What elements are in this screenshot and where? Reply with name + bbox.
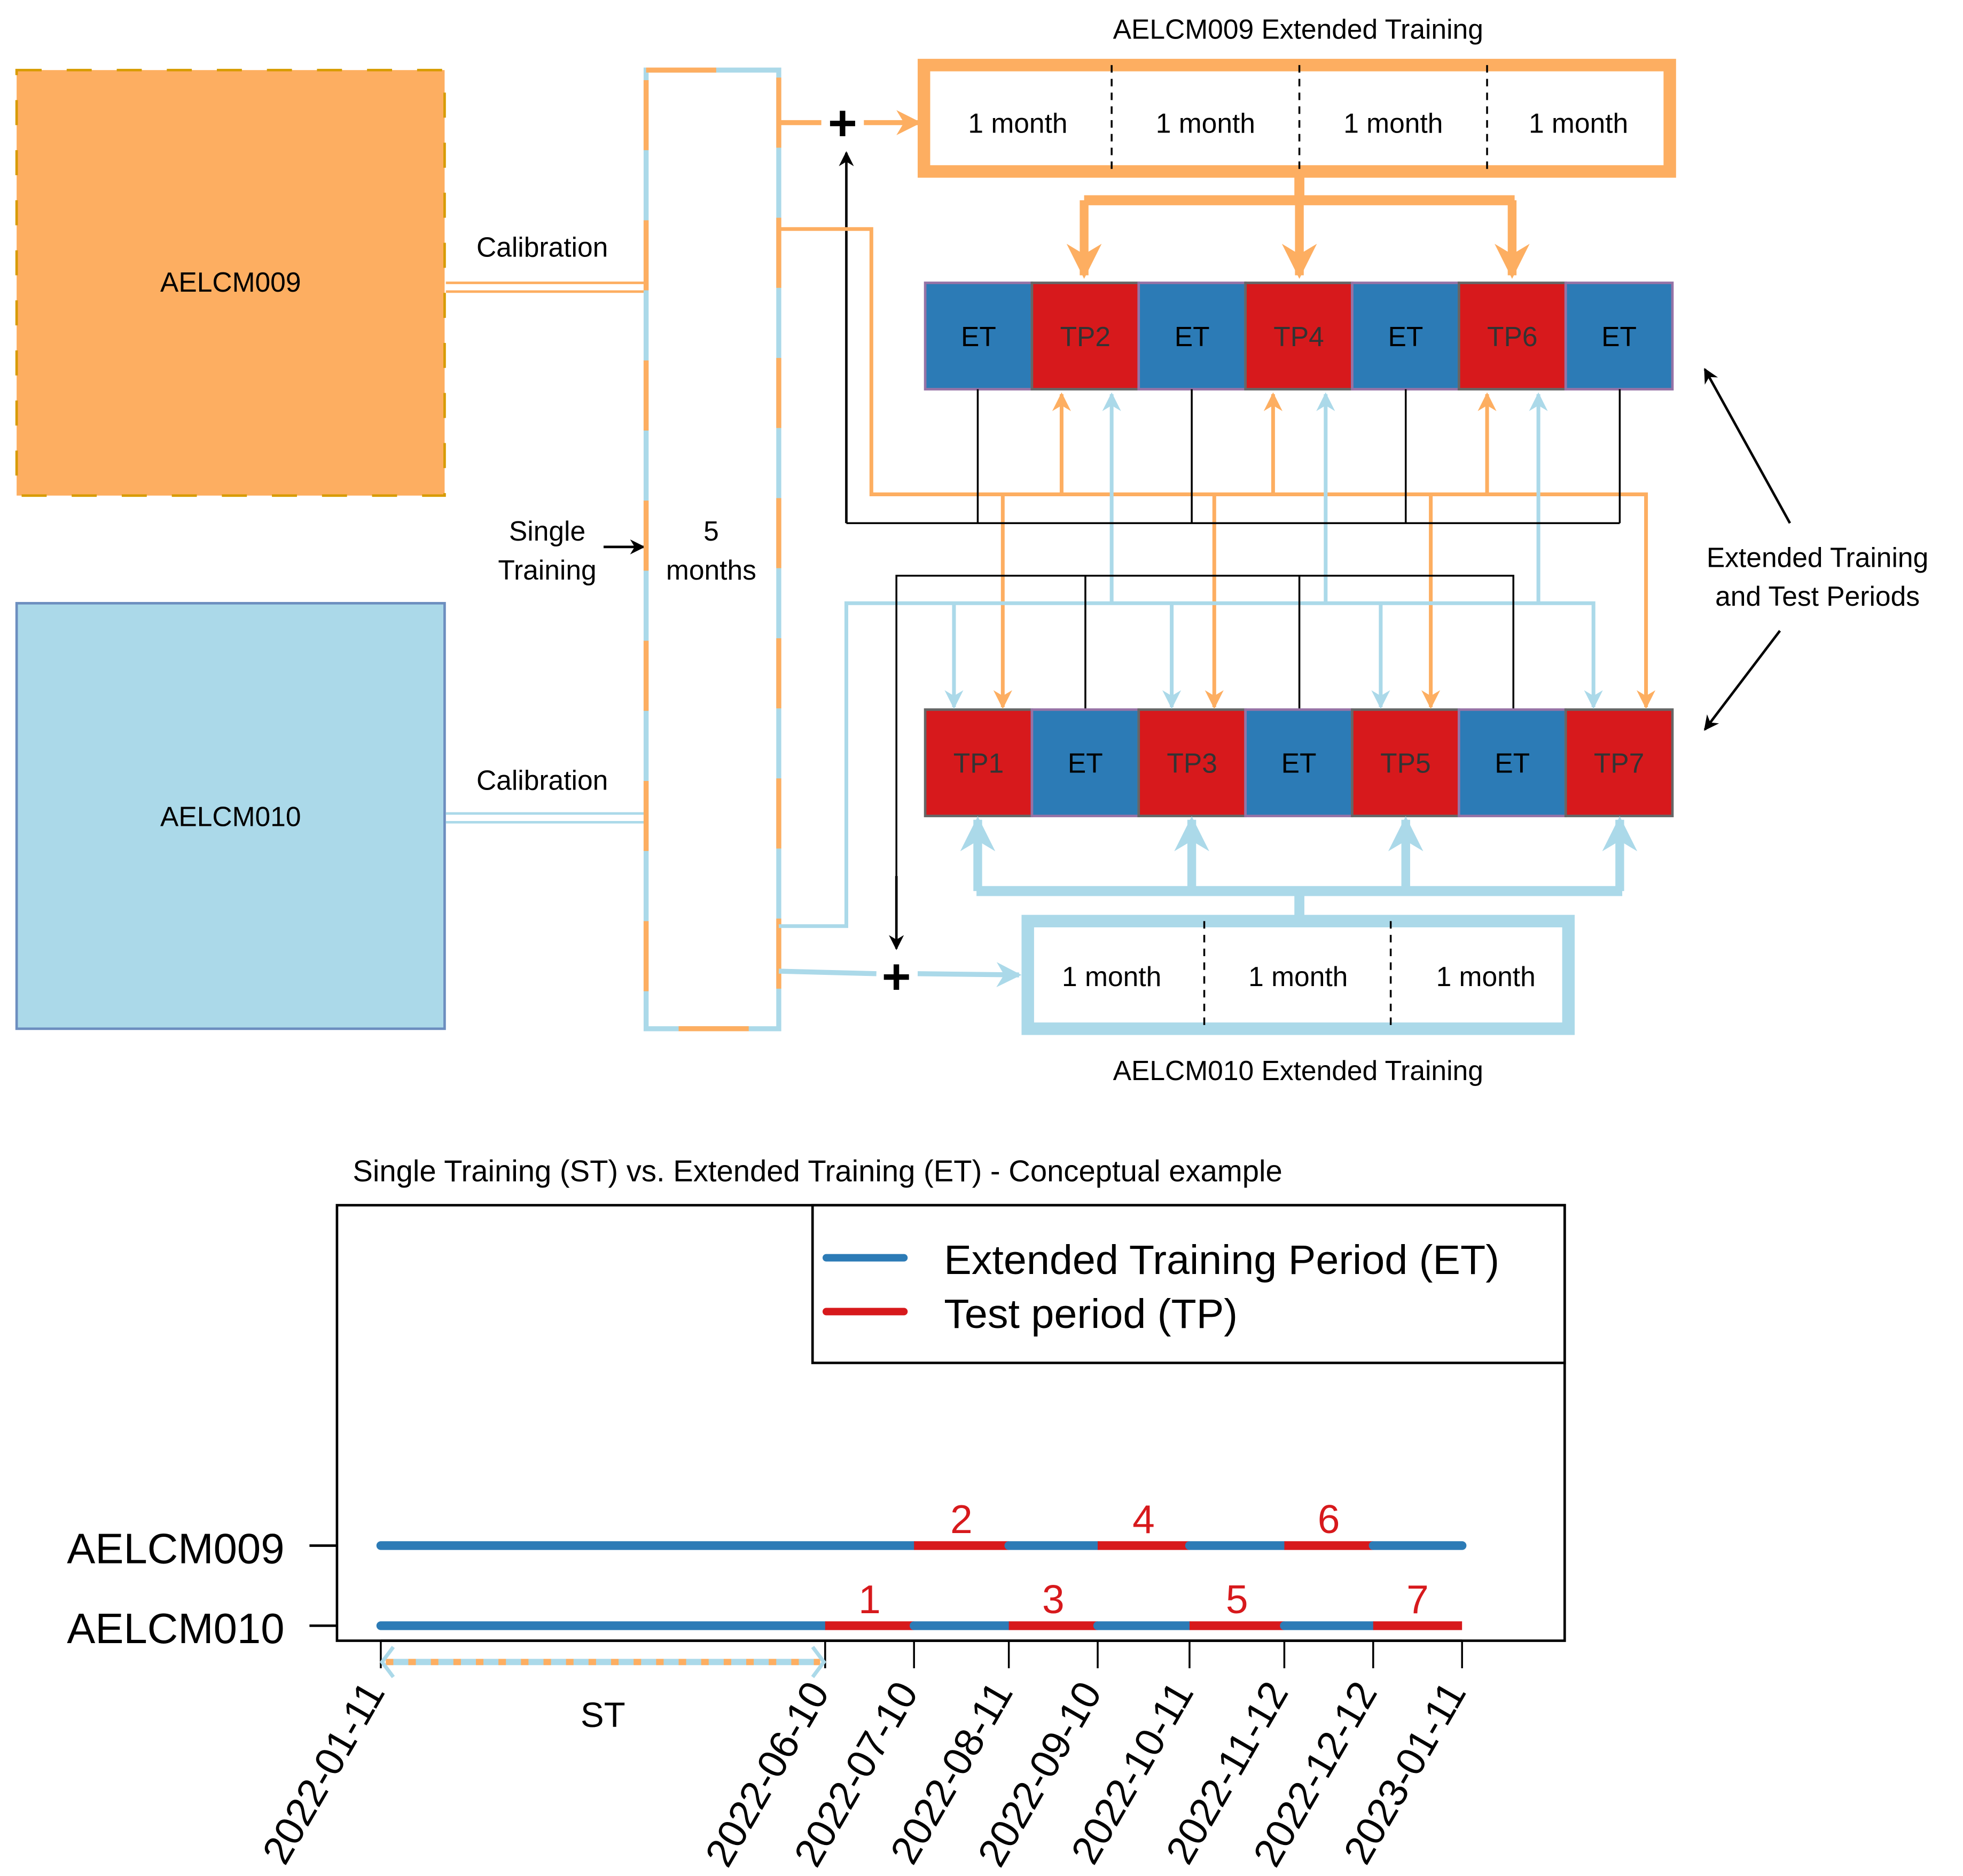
test-period-number: 4 — [1132, 1497, 1155, 1542]
row-a-cell-label: TP2 — [1060, 321, 1111, 352]
st-box-line2: months — [666, 554, 756, 585]
row-a-cell-label: ET — [1175, 321, 1210, 352]
x-tick-label: 2022-01-11 — [253, 1674, 393, 1871]
blue-routing-lines — [778, 392, 1603, 928]
row-a-cell-label: ET — [961, 321, 996, 352]
single-training-label-line2: Training — [498, 554, 596, 585]
et-b-month-1: 1 month — [1062, 961, 1161, 992]
row-b-cell-label: ET — [1068, 748, 1103, 779]
row-a-cell-6 — [1457, 282, 1567, 390]
site-aelcm009-box: AELCM009 — [15, 68, 446, 497]
et-a-box: 1 month 1 month 1 month 1 month — [918, 59, 1676, 178]
row-b-cell-label: ET — [1495, 748, 1530, 779]
annotation-line1: Extended Training — [1707, 542, 1928, 573]
et-a-title: AELCM009 Extended Training — [1113, 14, 1483, 45]
annotation-arrow-up — [1703, 368, 1792, 524]
timeline-chart: Single Training (ST) vs. Extended Traini… — [67, 1154, 1566, 1874]
st-box-line1: 5 — [703, 515, 719, 546]
row-aelcm010-periods: TP1 ET TP3 ET TP5 ET TP7 — [924, 708, 1674, 817]
row-a-cell-4 — [1244, 282, 1354, 390]
et-b-month-2: 1 month — [1248, 961, 1348, 992]
et-a-month-3: 1 month — [1343, 107, 1443, 138]
site-aelcm009-label: AELCM009 — [160, 267, 301, 298]
test-period-number: 1 — [858, 1577, 881, 1622]
row-b-cell-4 — [1244, 708, 1354, 817]
st-span: ST — [379, 1646, 826, 1734]
row-a-cell-label: ET — [1388, 321, 1423, 352]
row-b-cell-label: ET — [1281, 748, 1317, 779]
test-period-number: 7 — [1406, 1577, 1429, 1622]
et-b-month-3: 1 month — [1436, 961, 1536, 992]
row-a-cell-label: TP4 — [1273, 321, 1324, 352]
row-b-cell-label: TP7 — [1594, 748, 1645, 779]
y-label-aelcm010: AELCM010 — [67, 1605, 284, 1652]
plus-icon-a: + — [828, 95, 857, 151]
row-b-cell-2 — [1030, 708, 1140, 817]
row-a-cell-label: ET — [1601, 321, 1637, 352]
row-a-cell-1 — [924, 282, 1034, 390]
row-aelcm009-periods: ET TP2 ET TP4 ET TP6 ET — [924, 282, 1674, 390]
legend: Extended Training Period (ET) Test perio… — [811, 1203, 1566, 1364]
single-training-label-line1: Single — [509, 515, 585, 546]
calibration-label-a: Calibration — [476, 231, 608, 262]
site-aelcm010-label: AELCM010 — [160, 801, 301, 832]
row-a-cell-label: TP6 — [1487, 321, 1538, 352]
legend-label-tp: Test period (TP) — [944, 1291, 1238, 1337]
y-label-aelcm009: AELCM009 — [67, 1525, 284, 1572]
orange-routing-lines — [778, 227, 1656, 709]
et-b-box: 1 month 1 month 1 month — [1021, 914, 1575, 1035]
flow-diagram: AELCM009 AELCM010 Calibration Calibratio… — [15, 14, 1928, 1086]
test-period-number: 6 — [1318, 1497, 1340, 1542]
row-b-cell-7 — [1564, 708, 1674, 817]
annotation-arrow-down — [1703, 630, 1781, 731]
test-period-number: 2 — [950, 1497, 973, 1542]
row-b-cell-5 — [1351, 708, 1460, 817]
timeline-segments: 2 4 6 1 3 5 7 — [376, 1497, 1467, 1630]
et-a-month-4: 1 month — [1529, 107, 1628, 138]
test-period-number: 5 — [1226, 1577, 1248, 1622]
et-feedback-lines — [846, 389, 1621, 949]
periods-annotation: Extended Training and Test Periods — [1703, 368, 1928, 731]
et-a-month-1: 1 month — [968, 107, 1067, 138]
annotation-line2: and Test Periods — [1715, 581, 1920, 612]
legend-label-et: Extended Training Period (ET) — [944, 1237, 1499, 1283]
plus-icon-b: + — [882, 948, 911, 1004]
test-period-number: 3 — [1042, 1577, 1065, 1622]
row-b-cell-label: TP5 — [1380, 748, 1431, 779]
et-a-distribution-arrows — [1066, 171, 1530, 279]
st-span-label: ST — [581, 1695, 625, 1734]
et-b-title: AELCM010 Extended Training — [1113, 1055, 1483, 1086]
calibration-connector-a: Calibration — [445, 231, 646, 293]
calibration-connector-b: Calibration — [445, 764, 646, 824]
site-aelcm010-box: AELCM010 — [15, 601, 446, 1030]
chart-title: Single Training (ST) vs. Extended Traini… — [353, 1154, 1282, 1188]
row-a-cell-7 — [1564, 282, 1674, 390]
arrow-to-et-b — [917, 962, 1022, 988]
single-training-box: 5 months — [643, 67, 781, 1031]
et-b-distribution-arrows — [960, 816, 1638, 920]
row-b-cell-label: TP1 — [953, 748, 1004, 779]
calibration-label-b: Calibration — [476, 764, 608, 795]
row-b-cell-label: TP3 — [1167, 748, 1217, 779]
row-b-cell-1 — [924, 708, 1034, 817]
et-a-month-2: 1 month — [1156, 107, 1255, 138]
